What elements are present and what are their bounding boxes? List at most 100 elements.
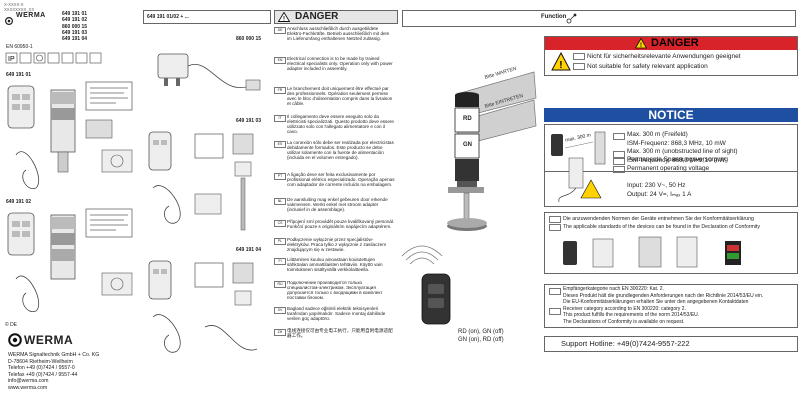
- warning-sign-icon: !: [551, 52, 571, 71]
- figure-649-191-03: [145, 128, 269, 240]
- doc-code: X-XXXX-X XXXXXXXX_XX: [4, 2, 34, 12]
- kit-illustration-icon: [7, 81, 133, 189]
- warning-row: Anschluss ausschließlich durch ausgebild…: [287, 26, 390, 42]
- section-label: 860 000 15: [236, 36, 262, 42]
- standards-line: The applicable standards of the devices …: [563, 224, 760, 230]
- section-label: 649 191 04: [236, 247, 262, 253]
- lang-flag-de: [613, 133, 625, 140]
- figure-649-191-02: [6, 207, 138, 319]
- lang-flag: SV: [274, 307, 286, 314]
- figure-649-191-01: [6, 80, 138, 195]
- danger-title: DANGER: [651, 37, 699, 49]
- function-label: Function: [541, 14, 567, 20]
- section-label: 649 191 01: [6, 72, 32, 78]
- signal-tower-icon: [401, 71, 537, 325]
- lang-flag: ZH: [274, 329, 286, 336]
- middle-header-box: 649 191 01/02 + ...: [143, 10, 271, 24]
- warning-row: Il collegamento deve essere eseguito sol…: [287, 114, 394, 135]
- standards-text: Die anzuwendenden Normen der Geräte entn…: [563, 215, 760, 231]
- product-row-icon: [563, 236, 741, 268]
- address-line: WERMA Signaltechnik GmbH + Co. KG: [8, 352, 100, 358]
- lang-flag-de: [549, 288, 561, 295]
- warning-row: Le branchement doit uniquement être effe…: [287, 86, 393, 107]
- svg-text:!: !: [283, 17, 285, 22]
- standards-line: Die anzuwendenden Normen der Geräte entn…: [563, 216, 754, 222]
- kit-illustration-icon: [148, 260, 258, 353]
- lang-flag: RU: [274, 281, 286, 288]
- lang-flag-en: [549, 308, 561, 315]
- category-line: This product fulfills the requirements o…: [563, 312, 700, 319]
- address-line: info@werma.com: [8, 378, 49, 384]
- range-diagram-icon: [551, 131, 606, 165]
- transmitter-line: RD (on), GN (off): [458, 329, 504, 335]
- power-spec: Input: 230 V~, 50 Hz: [627, 182, 686, 189]
- warning-triangle-icon: !: [635, 38, 647, 49]
- svg-text:!: !: [640, 43, 642, 49]
- part-number: 649 191 04: [62, 36, 88, 43]
- lamp-label-red: RD: [463, 116, 472, 122]
- section-label: 649 191 02: [6, 199, 32, 205]
- part-number: 649 191 01: [62, 11, 88, 17]
- warning-row: Bagland sadece eğitimli elektrik teknisy…: [287, 306, 386, 322]
- lang-flag-en: [613, 166, 625, 173]
- country-code: © DE: [5, 322, 18, 328]
- warning-header-box: ! DANGER: [274, 10, 398, 24]
- power-specs: Input: 230 V~, 50 Hz Output: 24 V=, Iₘₐₓ…: [627, 182, 691, 199]
- svg-text:!: !: [559, 60, 562, 71]
- lang-flag-en: [573, 63, 585, 70]
- warning-row: Připojení smí provádět pouze kvalifikova…: [287, 219, 395, 230]
- danger-banner: ! DANGER: [545, 37, 797, 50]
- lang-flag-en: [613, 151, 625, 158]
- power-supply-icon: [558, 157, 602, 203]
- transmitter-line: GN (on), RD (off): [458, 337, 504, 343]
- category-text: Empfängerkategorie nach EN 300220: Kat. …: [563, 286, 763, 326]
- company-logo-text: WERMA: [24, 333, 74, 347]
- range-text: Max. 300 m (Freifeld) ISM-Frequenz: 868,…: [627, 131, 737, 165]
- warning-row: De aansluiting mag enkel gebeuren door e…: [287, 197, 388, 213]
- function-header-box: Function: [402, 10, 796, 27]
- werma-logo-small: WERMA: [4, 12, 61, 26]
- lang-flag-en: [549, 224, 561, 231]
- doc-code-line: X-XXXX-X: [4, 2, 24, 7]
- address-line: Telefon +49 (0)7424 / 9557-0: [8, 365, 75, 371]
- range-line: ISM-frequency: 868,3 MHz,10 mW: [627, 156, 726, 164]
- range-line: ISM-Frequenz: 868,3 MHz, 10 mW: [627, 139, 726, 147]
- lang-flag-de: [549, 216, 561, 223]
- kit-illustration-icon: [148, 131, 254, 231]
- approval-icons: IP: [5, 51, 105, 64]
- power-line: Permanent operating voltage: [627, 164, 710, 172]
- warning-row: 电线连接仅可由专业电工执行，只能用自附电源适配器工作。: [287, 328, 393, 339]
- category-line: Die EU-Konformitätserklärungen erhalten …: [563, 299, 749, 306]
- lang-flag-de: [573, 53, 585, 60]
- lang-flag-de: [613, 158, 625, 165]
- category-line: Dieses Produkt hält die grundlegenden An…: [563, 292, 764, 299]
- part-number-list: 649 191 01 649 191 02 860 000 15 649 191…: [62, 11, 87, 42]
- werma-logo-large: WERMA: [8, 333, 78, 347]
- category-line: The Declarations of Conformity is availa…: [563, 318, 685, 325]
- power-adapter-icon: [157, 53, 261, 91]
- warning-title: DANGER: [295, 11, 339, 22]
- figure-649-191-04: [145, 257, 269, 369]
- danger-text: Nicht für sicherheitsrelevante Anwendung…: [587, 52, 741, 72]
- figure-860-000-15: [150, 46, 268, 112]
- werma-icon: [4, 16, 14, 26]
- lang-flag: EN: [274, 57, 286, 64]
- address-line: Telefax +49 (0)7424 / 9557-44: [8, 371, 78, 378]
- warning-row: La conexión sólo debe ser realizada por …: [287, 140, 394, 161]
- standard-label: EN 60950-1: [6, 44, 33, 50]
- lang-flag: PL: [274, 238, 286, 245]
- symbol-row-icon: IP: [5, 52, 102, 64]
- notice-title: NOTICE: [648, 108, 694, 122]
- power-line: Permanente Spannungsversorgung: [627, 156, 728, 163]
- standards-box: Die anzuwendenden Normen der Geräte entn…: [544, 212, 798, 274]
- hotline-box: Support Hotline: +49(0)7424-9557-222: [544, 336, 798, 352]
- radio-link-icon: [566, 13, 577, 24]
- part-number: 860 000 15: [62, 23, 88, 30]
- range-box: max. 300 m Max. 300 m (Freifeld) ISM-Fre…: [544, 124, 798, 172]
- lang-flag: FR: [274, 87, 286, 94]
- lang-flag: NL: [274, 198, 286, 205]
- section-label: 649 191 03: [236, 118, 262, 124]
- category-line: Empfängerkategorie nach EN 300220: Kat. …: [563, 286, 664, 292]
- lang-flag: IT: [274, 115, 286, 122]
